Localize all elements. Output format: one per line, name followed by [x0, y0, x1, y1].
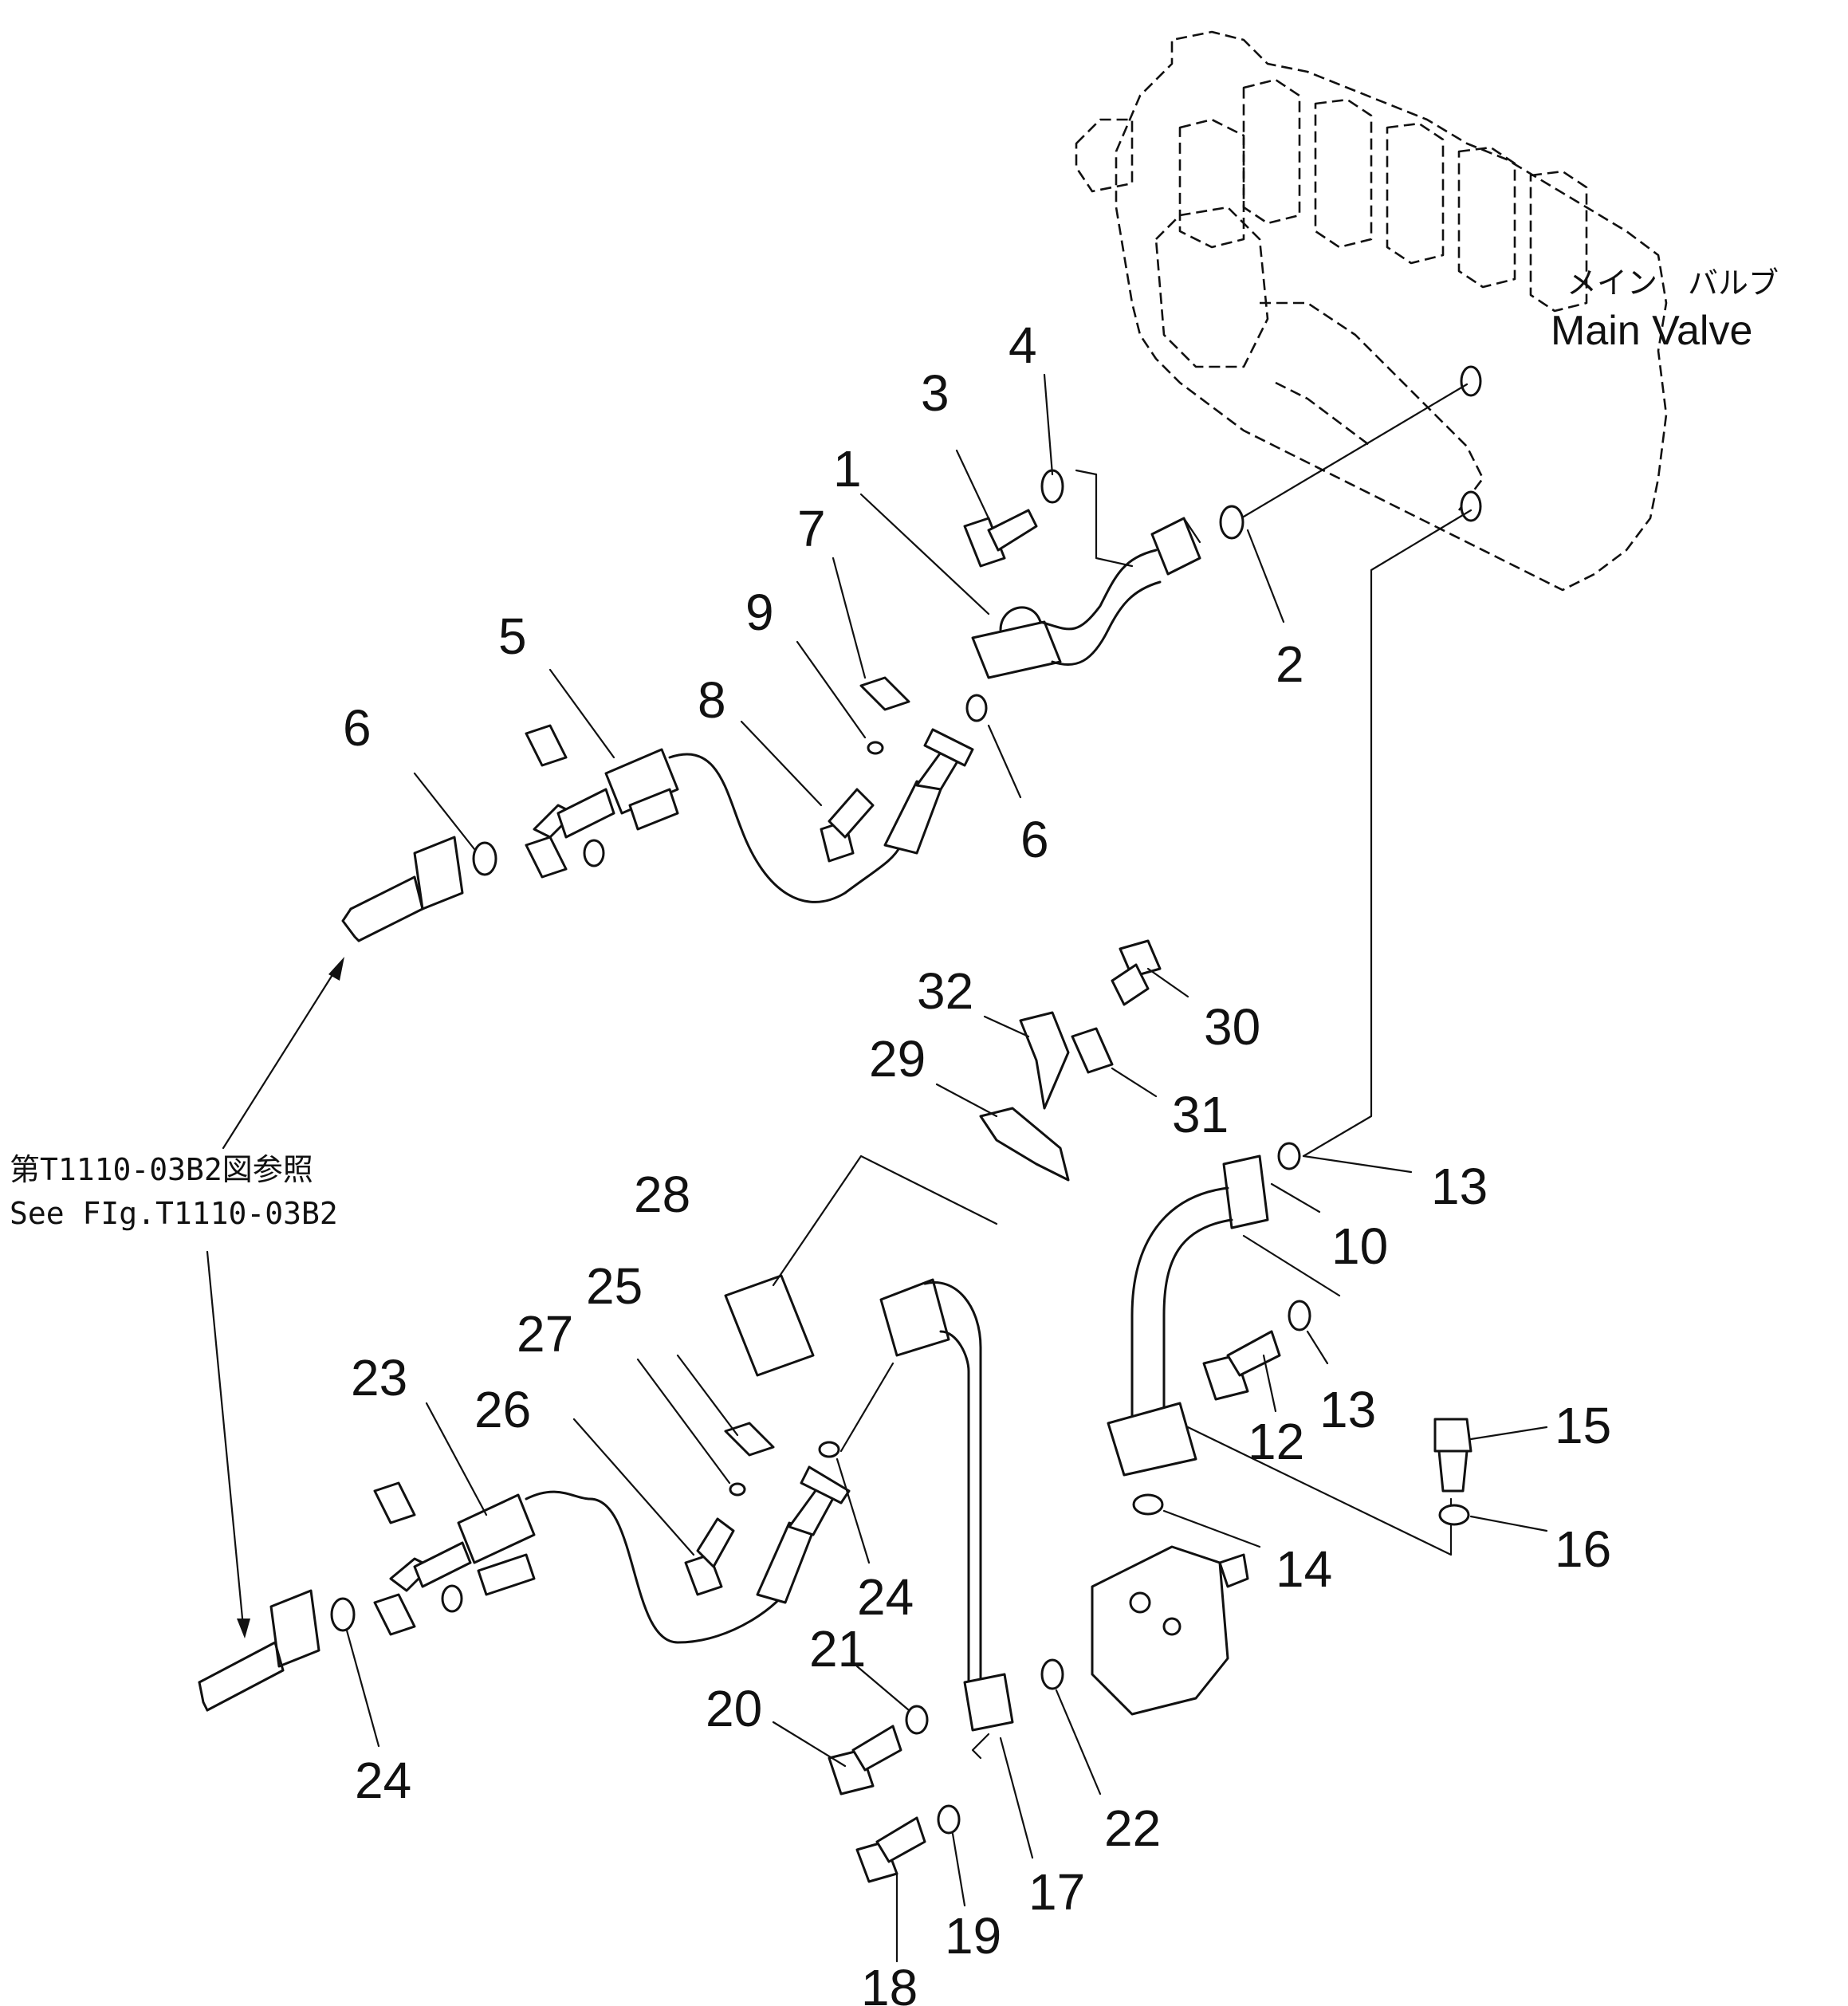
callout-6-left: 6 — [343, 699, 372, 757]
callout-28: 28 — [634, 1166, 690, 1223]
callout-19: 19 — [945, 1907, 1001, 1965]
main-valve-jp-label: メイン バルブ — [1567, 266, 1779, 301]
callout-12: 12 — [1248, 1413, 1304, 1470]
oring-14 — [1132, 1493, 1164, 1516]
bolt-30 — [1111, 939, 1162, 1006]
bolt-12 — [1202, 1330, 1281, 1401]
plate-31 — [1071, 1027, 1114, 1074]
callout-30: 30 — [1204, 998, 1260, 1056]
reference-jp-label: 第T1110-03B2図参照 — [10, 1152, 313, 1187]
oring-13-top — [1277, 1142, 1301, 1170]
callout-20: 20 — [706, 1680, 762, 1737]
reference-en-label: See FIg.T1110-03B2 — [10, 1196, 338, 1231]
callout-26: 26 — [474, 1381, 531, 1438]
main-valve-en-label: Main Valve — [1551, 308, 1752, 354]
block-28 — [724, 1274, 815, 1377]
callout-1: 1 — [833, 440, 862, 498]
main-valve-illustration: メイン バルブ Main Valve — [1075, 30, 1779, 592]
bolt-18 — [855, 1816, 926, 1883]
callout-31: 31 — [1172, 1086, 1229, 1143]
callout-22: 22 — [1104, 1800, 1161, 1857]
pipe-end-lower — [198, 1589, 320, 1712]
bracket-29 — [979, 1107, 1070, 1182]
callout-9: 9 — [745, 584, 774, 641]
washer-27 — [729, 1482, 746, 1497]
washer-9 — [867, 741, 884, 755]
oring-22 — [1040, 1658, 1064, 1690]
callout-23: 23 — [351, 1349, 407, 1406]
callout-29: 29 — [869, 1030, 926, 1088]
bolt-26 — [684, 1517, 735, 1596]
callout-13-mid: 13 — [1319, 1381, 1376, 1438]
bolt-8 — [820, 788, 875, 863]
callout-14: 14 — [1276, 1540, 1332, 1598]
oring-6-left — [472, 841, 497, 876]
washer-19 — [937, 1804, 961, 1835]
bolt-15 — [1433, 1418, 1473, 1493]
oring-24-left — [330, 1597, 356, 1632]
callout-25: 25 — [586, 1257, 643, 1315]
callout-24-left: 24 — [355, 1752, 411, 1809]
washer-16 — [1438, 1504, 1470, 1526]
callout-4: 4 — [1009, 317, 1037, 374]
callout-7: 7 — [797, 500, 826, 557]
callout-6-right: 6 — [1020, 811, 1049, 868]
hose-5 — [525, 724, 974, 903]
callout-27: 27 — [517, 1305, 573, 1363]
callout-3: 3 — [921, 364, 950, 422]
callout-15: 15 — [1555, 1397, 1611, 1454]
oring-24-mid — [818, 1441, 840, 1458]
clip-25 — [724, 1422, 775, 1457]
washer-21 — [905, 1705, 929, 1735]
pipe-17 — [879, 1278, 1014, 1760]
callout-10: 10 — [1331, 1217, 1388, 1275]
leader-24-pipe — [839, 1362, 895, 1453]
callout-numbers: 1 2 3 4 5 6 6 7 8 9 10 12 13 13 14 15 16… — [343, 317, 1611, 2006]
bolt-20 — [828, 1725, 902, 1796]
clip-7 — [859, 676, 910, 711]
callout-17: 17 — [1028, 1863, 1085, 1921]
reference-arrows — [206, 957, 344, 1638]
oring-6-right — [965, 694, 988, 722]
pipe-end-upper — [341, 836, 464, 942]
leader-lines — [345, 373, 1548, 1963]
callout-32: 32 — [917, 962, 973, 1020]
callout-13-top: 13 — [1431, 1158, 1488, 1215]
bolt-3 — [963, 509, 1038, 568]
valve-block-lower — [1091, 1545, 1249, 1716]
callout-21: 21 — [809, 1620, 866, 1678]
oring-2 — [1219, 383, 1469, 540]
callout-8: 8 — [698, 671, 726, 729]
callout-2: 2 — [1276, 635, 1304, 693]
washer-13 — [1288, 1300, 1311, 1331]
leader-valve-to-13 — [1302, 509, 1473, 1158]
pipe-1 — [971, 469, 1201, 679]
callout-24-mid: 24 — [857, 1568, 914, 1626]
callout-18: 18 — [861, 1959, 918, 2006]
bracket-32 — [1019, 1011, 1070, 1110]
hose-23 — [373, 1465, 851, 1644]
callout-16: 16 — [1555, 1520, 1611, 1578]
callout-5: 5 — [498, 608, 527, 665]
leader-28-29 — [772, 1154, 998, 1287]
